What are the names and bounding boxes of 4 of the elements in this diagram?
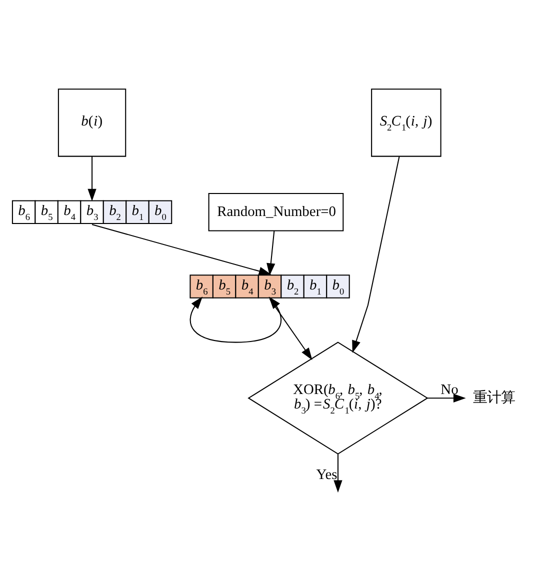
node-text: 重计算 — [472, 390, 515, 406]
edge-label: No — [440, 382, 458, 398]
edge-label: Yes — [316, 466, 338, 483]
node-text: b$_{6}$ b$_{5}$ b$_{4}$ b$_{3}$ b$_{2}$ b$_{1}$ b$_{0}$ — [18, 202, 166, 223]
